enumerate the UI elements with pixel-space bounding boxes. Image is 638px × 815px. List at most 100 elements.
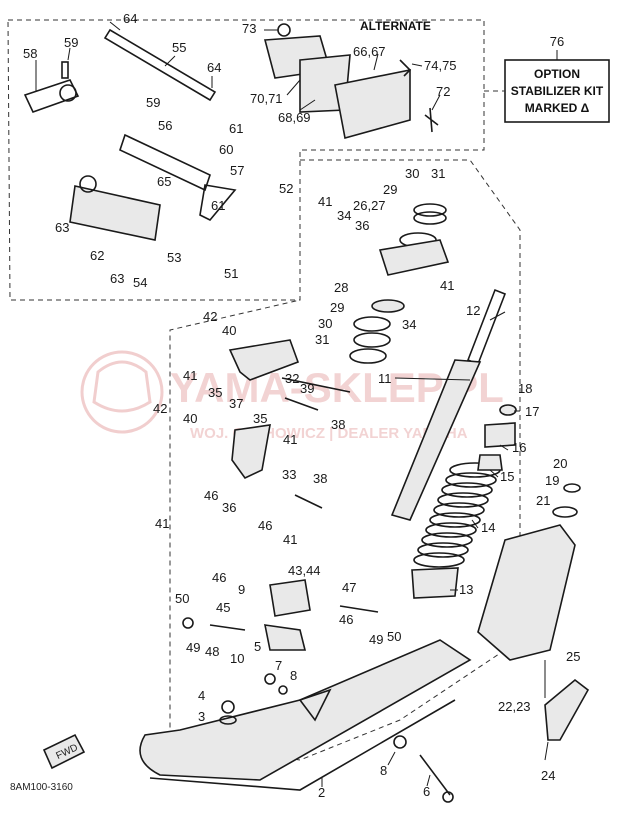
option-line-1: OPTION <box>534 67 580 81</box>
callout-labels: 64 59 58 55 64 73 70,71 68,69 66,67 74,7… <box>23 11 580 800</box>
callout-label: 53 <box>167 250 181 265</box>
option-callout: 76 OPTION STABILIZER KIT MARKED Δ <box>484 34 610 123</box>
callout-label: 45 <box>216 600 230 615</box>
callout-label: 55 <box>172 40 186 55</box>
callout-label: 30 <box>318 316 332 331</box>
callout-label: 21 <box>536 493 550 508</box>
callout-label: 49 <box>186 640 200 655</box>
leader-lines <box>35 21 549 787</box>
callout-label: 38 <box>313 471 327 486</box>
callout-label: 64 <box>123 11 137 26</box>
callout-label: 70,71 <box>250 91 283 106</box>
callout-label: 32 <box>285 371 299 386</box>
callout-label: 60 <box>219 142 233 157</box>
callout-label: 36 <box>222 500 236 515</box>
callout-label: 63 <box>55 220 69 235</box>
callout-label: 7 <box>275 658 282 673</box>
callout-label: 3 <box>198 709 205 724</box>
callout-label: 26,27 <box>353 198 386 213</box>
callout-label: 61 <box>229 121 243 136</box>
callout-label: 40 <box>222 323 236 338</box>
alternate-label: ALTERNATE <box>360 19 431 33</box>
callout-label: 41 <box>283 432 297 447</box>
callout-label: 16 <box>512 440 526 455</box>
callout-label: 12 <box>466 303 480 318</box>
callout-label: 59 <box>64 35 78 50</box>
callout-label: 35 <box>208 385 222 400</box>
callout-label: 31 <box>315 332 329 347</box>
callout-label: 19 <box>545 473 559 488</box>
callout-label: 48 <box>205 644 219 659</box>
callout-label: 14 <box>481 520 495 535</box>
callout-label: 39 <box>300 381 314 396</box>
callout-label: 74,75 <box>424 58 457 73</box>
callout-label: 42 <box>203 309 217 324</box>
callout-label: 46 <box>258 518 272 533</box>
callout-label: 41 <box>183 368 197 383</box>
callout-label: 57 <box>230 163 244 178</box>
callout-label: 35 <box>253 411 267 426</box>
callout-label: 8 <box>290 668 297 683</box>
callout-label: 6 <box>423 784 430 799</box>
callout-label: 54 <box>133 275 147 290</box>
callout-label: 64 <box>207 60 221 75</box>
callout-label: 13 <box>459 582 473 597</box>
callout-label: 62 <box>90 248 104 263</box>
callout-label: 9 <box>238 582 245 597</box>
callout-label: 33 <box>282 467 296 482</box>
callout-label: 40 <box>183 411 197 426</box>
callout-label: 46 <box>339 612 353 627</box>
option-ref-number: 76 <box>550 34 564 49</box>
callout-label: 47 <box>342 580 356 595</box>
callout-label: 37 <box>229 396 243 411</box>
callout-label: 18 <box>518 381 532 396</box>
option-line-2: STABILIZER KIT <box>511 84 604 98</box>
callout-label: 22,23 <box>498 699 531 714</box>
callout-label: 17 <box>525 404 539 419</box>
callout-label: 41 <box>440 278 454 293</box>
callout-label: 49 <box>369 632 383 647</box>
callout-label: 2 <box>318 785 325 800</box>
callout-label: 65 <box>157 174 171 189</box>
callout-label: 73 <box>242 21 256 36</box>
callout-label: 34 <box>337 208 351 223</box>
callout-label: 8 <box>380 763 387 778</box>
callout-label: 11 <box>378 371 392 386</box>
callout-label: 29 <box>383 182 397 197</box>
callout-label: 38 <box>331 417 345 432</box>
callout-label: 36 <box>355 218 369 233</box>
callout-label: 42 <box>153 401 167 416</box>
parts <box>23 23 590 803</box>
callout-label: 28 <box>334 280 348 295</box>
callout-label: 24 <box>541 768 555 783</box>
fwd-arrow-icon <box>42 733 86 770</box>
callout-label: 34 <box>402 317 416 332</box>
callout-label: 4 <box>198 688 205 703</box>
main-group-outline <box>169 159 521 761</box>
callout-label: 29 <box>330 300 344 315</box>
callout-label: 30 <box>405 166 419 181</box>
callout-label: 63 <box>110 271 124 286</box>
callout-label: 46 <box>212 570 226 585</box>
callout-label: 52 <box>279 181 293 196</box>
callout-label: 61 <box>211 198 225 213</box>
callout-label: 41 <box>155 516 169 531</box>
callout-label: 43,44 <box>288 563 321 578</box>
callout-label: 56 <box>158 118 172 133</box>
callout-label: 66,67 <box>353 44 386 59</box>
diagram-code: 8AM100-3160 <box>10 782 73 793</box>
callout-label: 25 <box>566 649 580 664</box>
callout-label: 50 <box>175 591 189 606</box>
callout-label: 46 <box>204 488 218 503</box>
callout-label: 59 <box>146 95 160 110</box>
option-line-3: MARKED Δ <box>525 101 590 115</box>
callout-label: 68,69 <box>278 110 311 125</box>
callout-label: 5 <box>254 639 261 654</box>
callout-label: 31 <box>431 166 445 181</box>
callout-label: 41 <box>283 532 297 547</box>
callout-label: 20 <box>553 456 567 471</box>
callout-label: 10 <box>230 651 244 666</box>
callout-label: 41 <box>318 194 332 209</box>
callout-label: 51 <box>224 266 238 281</box>
